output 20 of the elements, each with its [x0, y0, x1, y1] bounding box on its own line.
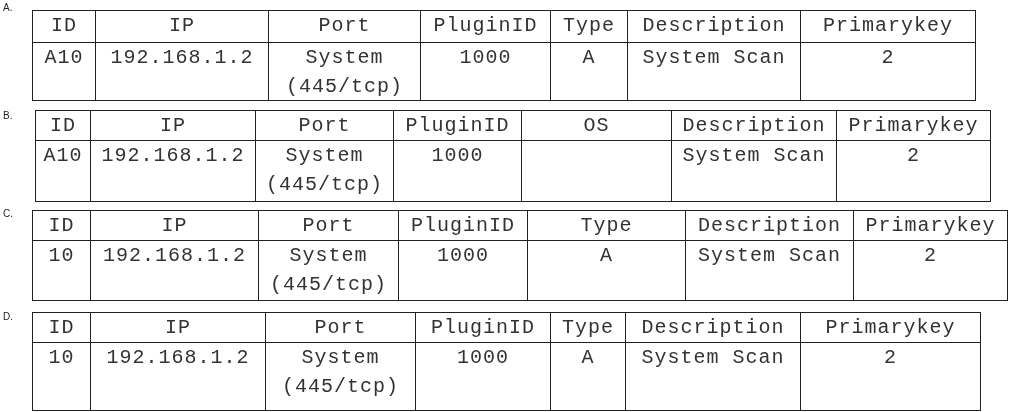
option-label: A.: [3, 2, 13, 13]
column-header: Primarykey: [800, 10, 976, 43]
column-header: Primarykey: [853, 210, 1008, 241]
column-header: ID: [35, 110, 91, 141]
column-header: ID: [32, 10, 96, 43]
data-cell: 2: [853, 240, 1008, 301]
column-header: Primarykey: [800, 312, 981, 343]
option-label: D.: [3, 311, 13, 322]
option-label: C.: [3, 208, 13, 219]
column-header: Primarykey: [836, 110, 991, 141]
data-cell: 10: [32, 240, 91, 301]
data-cell: 10: [32, 342, 91, 411]
column-header: ID: [32, 312, 91, 343]
data-cell: 2: [836, 140, 991, 202]
data-cell: 2: [800, 342, 981, 411]
data-cell: A10: [35, 140, 91, 202]
column-header: ID: [32, 210, 91, 241]
data-cell: A10: [32, 42, 96, 101]
option-label: B.: [3, 110, 13, 121]
data-cell: 2: [800, 42, 976, 101]
